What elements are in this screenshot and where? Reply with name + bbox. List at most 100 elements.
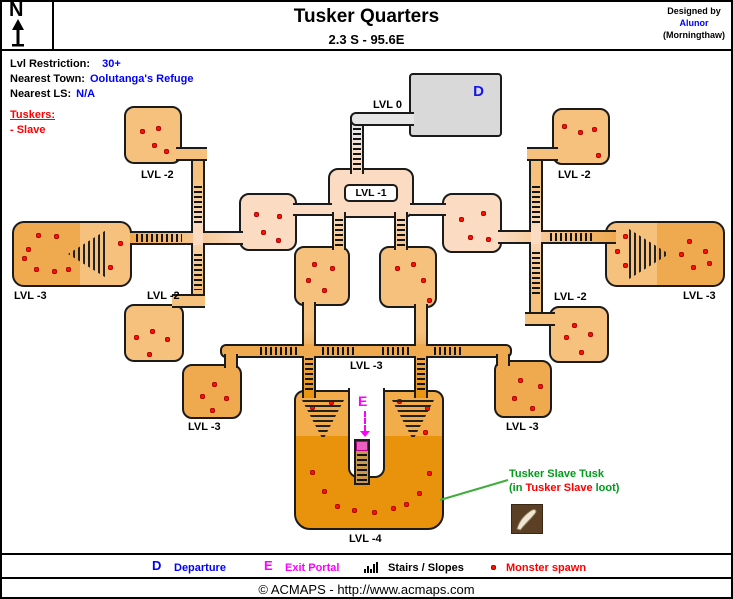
monster-spawn-dot xyxy=(52,269,57,274)
monster-spawn-dot xyxy=(330,266,335,271)
corridor-northeast-stub xyxy=(527,147,558,161)
page-coordinates: 2.3 S - 95.6E xyxy=(328,32,405,47)
designed-by-label: Designed by xyxy=(667,6,721,16)
stairs-departure xyxy=(353,128,361,170)
monster-spawn-dot xyxy=(276,238,281,243)
monster-spawn-dot xyxy=(140,129,145,134)
room-west-lvl1 xyxy=(239,193,297,251)
page-title: Tusker Quarters xyxy=(293,6,440,27)
monster-spawn-dot xyxy=(530,406,535,411)
monster-spawn-dot xyxy=(26,247,31,252)
stairs-west-vertical-bottom xyxy=(194,254,202,290)
monster-spawn-dot xyxy=(54,234,59,239)
monster-spawn-dot xyxy=(623,263,628,268)
label-northwest-lvl2: LVL -2 xyxy=(141,169,174,181)
info-lvl-restriction: Lvl Restriction:30+ xyxy=(10,58,121,70)
tuskers-heading: Tuskers: xyxy=(10,109,56,121)
monster-spawn-dot xyxy=(538,384,543,389)
room-southwest-lvl3 xyxy=(182,364,242,419)
room-departure: D xyxy=(409,73,502,137)
label-lvl4: LVL -4 xyxy=(349,533,382,545)
corridor-southeast-stub xyxy=(496,354,510,366)
stairs-central-east xyxy=(417,358,425,392)
designer-name: Alunor xyxy=(679,18,709,28)
monster-spawn-dot xyxy=(592,127,597,132)
monster-spawn-dot xyxy=(224,396,229,401)
legend-spawn-label: Monster spawn xyxy=(506,562,587,574)
header: N Tusker Quarters 2.3 S - 95.6E Designed… xyxy=(2,2,731,51)
monster-spawn-dot xyxy=(486,237,491,242)
annotation-pointer-line xyxy=(439,479,509,501)
exit-portal-marker xyxy=(356,441,368,451)
monster-spawn-dot xyxy=(254,212,259,217)
monster-spawn-dot xyxy=(623,234,628,239)
monster-spawn-dot xyxy=(310,470,315,475)
monster-spawn-dot xyxy=(66,267,71,272)
monster-spawn-dot xyxy=(395,266,400,271)
monster-spawn-dot xyxy=(200,394,205,399)
monster-spawn-dot xyxy=(335,504,340,509)
monster-spawn-dot xyxy=(277,214,282,219)
label-southeast-lvl3: LVL -3 xyxy=(506,421,539,433)
exit-arrow-shaft xyxy=(364,411,366,431)
monster-spawn-dot xyxy=(134,335,139,340)
label-west-lvl3: LVL -3 xyxy=(14,290,47,302)
monster-spawn-dot xyxy=(707,261,712,266)
monster-spawn-dot xyxy=(156,126,161,131)
corridor-loop-east xyxy=(410,203,446,216)
monster-spawn-dot xyxy=(615,249,620,254)
monster-spawn-dot xyxy=(588,332,593,337)
room-central-west xyxy=(294,246,350,306)
monster-spawn-dot xyxy=(34,267,39,272)
stairs-west-cross xyxy=(136,234,182,242)
label-mid-west-lvl2: LVL -2 xyxy=(147,290,180,302)
label-east-lvl3: LVL -3 xyxy=(683,290,716,302)
stairs-loop-leg-east xyxy=(397,219,405,247)
monster-spawn-dot xyxy=(512,396,517,401)
title-block: Tusker Quarters 2.3 S - 95.6E xyxy=(2,6,731,47)
monster-spawn-dot xyxy=(108,265,113,270)
stairs-legend-icon xyxy=(364,562,378,573)
legend-exit-symbol: E xyxy=(264,558,273,573)
monster-spawn-dot xyxy=(22,256,27,261)
exit-arrow-head-icon xyxy=(360,431,370,437)
nearest-ls-value: N/A xyxy=(76,88,96,100)
legend-spawn-dot xyxy=(491,565,496,570)
label-northeast-lvl2: LVL -2 xyxy=(558,169,591,181)
monster-spawn-dot xyxy=(703,249,708,254)
monster-spawn-dot xyxy=(312,262,317,267)
monster-spawn-dot xyxy=(152,143,157,148)
monster-spawn-dot xyxy=(212,382,217,387)
compass-box: N xyxy=(2,2,54,49)
monster-spawn-dot xyxy=(322,288,327,293)
monster-spawn-dot xyxy=(468,235,473,240)
junction-central-east xyxy=(416,344,426,358)
room-central-east xyxy=(379,246,437,308)
monster-spawn-dot xyxy=(417,491,422,496)
annotation-highlight: Tusker Slave xyxy=(525,482,593,494)
designer-world: (Morningthaw) xyxy=(663,30,725,40)
junction-east-cross xyxy=(531,230,541,244)
monster-spawn-dot xyxy=(481,211,486,216)
monster-spawn-dot xyxy=(164,149,169,154)
legend-departure-symbol: D xyxy=(152,558,162,573)
room-west-lvl3-hall xyxy=(12,221,132,287)
monster-spawn-dot xyxy=(578,130,583,135)
stairs-east-vertical-bottom xyxy=(532,252,540,294)
legend-bar: D Departure E Exit Portal Stairs / Slope… xyxy=(2,553,731,579)
info-nearest-town: Nearest Town:Oolutanga's Refuge xyxy=(10,73,194,85)
corridor-departure-horizontal xyxy=(350,112,414,126)
corridor-southwest-stub xyxy=(224,354,238,368)
stairs-east-vertical-top xyxy=(532,186,540,224)
monster-spawn-dot xyxy=(518,378,523,383)
monster-spawn-dot xyxy=(679,252,684,257)
legend-departure-label: Departure xyxy=(174,562,226,574)
monster-spawn-dot xyxy=(427,471,432,476)
monster-spawn-dot xyxy=(459,217,464,222)
monster-spawn-dot xyxy=(150,329,155,334)
monster-spawn-dot xyxy=(118,241,123,246)
tuskers-item: - Slave xyxy=(10,124,46,136)
monster-spawn-dot xyxy=(261,230,266,235)
exit-portal-label: E xyxy=(358,393,368,409)
monster-spawn-dot xyxy=(352,508,357,513)
